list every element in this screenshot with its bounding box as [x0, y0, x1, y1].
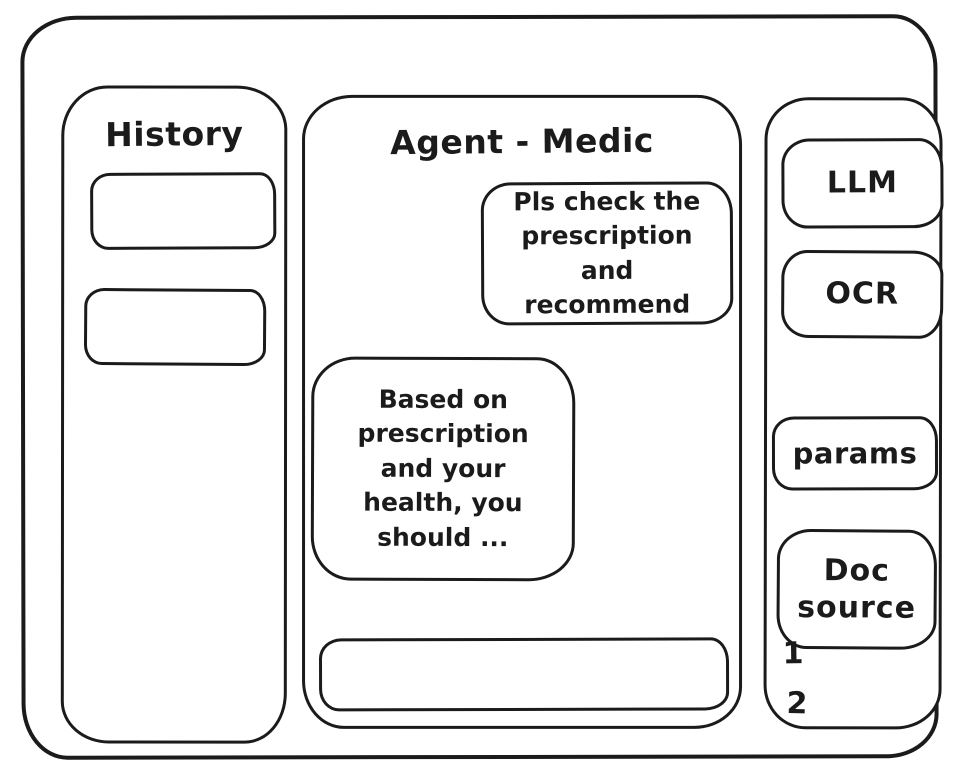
- tools-panel: LLM OCR params Doc source 1 2: [763, 97, 944, 730]
- chat-title: Agent - Medic: [390, 120, 655, 163]
- params-button[interactable]: params: [771, 416, 939, 491]
- user-message-bubble: Pls check the prescription and recommend: [480, 181, 734, 326]
- assistant-message-text: Based on prescription and your health, y…: [357, 384, 529, 552]
- message-input[interactable]: [318, 637, 730, 712]
- app-frame: History Agent - Medic Pls check the pres…: [20, 14, 944, 760]
- doc-source-item-2[interactable]: 2: [786, 686, 808, 722]
- history-title: History: [104, 113, 244, 155]
- doc-source-button[interactable]: Doc source: [776, 528, 938, 650]
- history-item[interactable]: [90, 172, 277, 250]
- user-message-text: Pls check the prescription and recommend: [513, 186, 701, 320]
- llm-button[interactable]: LLM: [781, 138, 944, 229]
- history-item[interactable]: [83, 287, 267, 367]
- history-panel: History: [60, 85, 288, 744]
- chat-panel: Agent - Medic Pls check the prescription…: [302, 94, 743, 729]
- assistant-message-bubble: Based on prescription and your health, y…: [310, 356, 576, 582]
- doc-source-item-1[interactable]: 1: [782, 636, 804, 672]
- ocr-button[interactable]: OCR: [780, 249, 944, 339]
